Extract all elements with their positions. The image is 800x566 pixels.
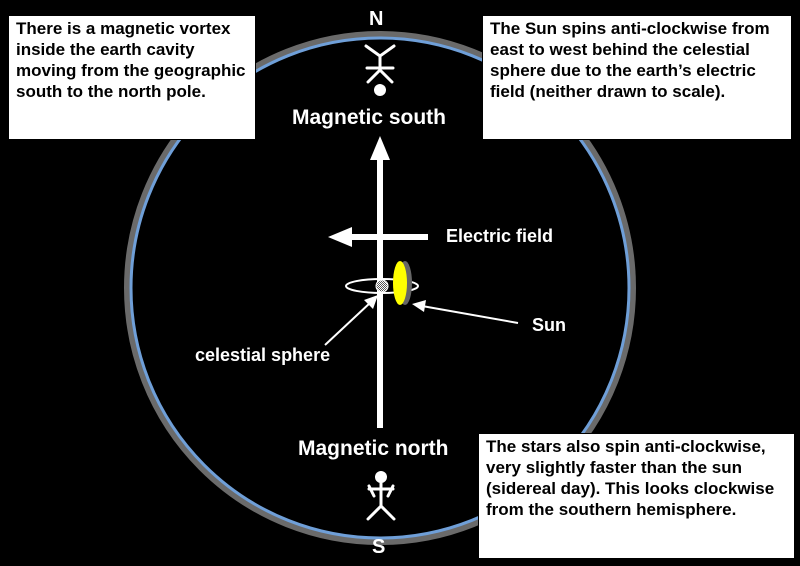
electric-field-arrowhead (328, 227, 352, 247)
celestial-sphere-pointer-arrowhead (364, 295, 378, 309)
sun-pointer-line (421, 305, 519, 324)
earth-shell-outer (124, 31, 636, 545)
magnetic-south-label: Magnetic south (292, 106, 447, 129)
north-stick-figure (364, 44, 396, 96)
stars-spin-note: The stars also spin anti-clockwise, very… (478, 433, 795, 559)
celestial-sphere (375, 279, 389, 293)
earth-shell-inner (129, 36, 631, 540)
sun-disc (393, 261, 407, 305)
sun-label: Sun (532, 315, 566, 335)
south-stick-figure (366, 471, 396, 521)
electric-field-label: Electric field (446, 226, 554, 246)
south-label: S (372, 536, 386, 558)
sun-pointer-arrowhead (412, 300, 426, 312)
magnetic-vortex-note: There is a magnetic vortex inside the ea… (8, 15, 256, 140)
celestial-sphere-pointer-line (324, 301, 372, 346)
north-label: N (369, 8, 384, 30)
celestial-sphere-label: celestial sphere (195, 345, 331, 365)
celestial-sphere-ring (345, 278, 419, 294)
magnetic-north-label: Magnetic north (298, 437, 449, 460)
magnetic-axis-arrowhead (370, 136, 390, 160)
sun-spin-note: The Sun spins anti-clockwise from east t… (482, 15, 792, 140)
